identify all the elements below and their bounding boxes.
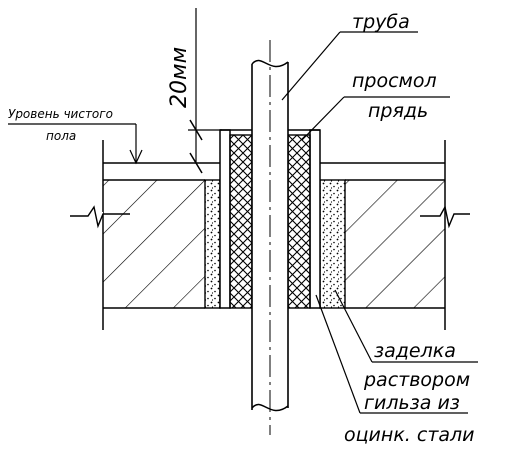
tarred-strand-label-1: просмол	[352, 70, 437, 92]
floor-slab	[103, 179, 445, 309]
floor-level-label-1: Уровень чистого	[8, 107, 113, 121]
mortar-label-1: заделка	[374, 340, 456, 362]
dimension-label: 20мм	[167, 47, 192, 108]
pipe-label: труба	[352, 11, 410, 33]
mortar-label-2: раствором	[363, 369, 470, 391]
tarred-strand-packing	[229, 134, 311, 309]
break-mark-right	[420, 205, 470, 229]
dimension-20mm: 20мм	[167, 8, 222, 174]
sleeve-label-2: оцинк. стали	[344, 424, 475, 446]
floor-level-label-2: пола	[46, 129, 76, 143]
floor-finish-layer	[102, 140, 446, 330]
tarred-strand-callout: просмол прядь	[301, 70, 450, 141]
mortar-callout: заделка раствором	[334, 289, 478, 391]
sleeve-label-1: гильза из	[364, 392, 460, 414]
tarred-strand-label-2: прядь	[368, 100, 428, 122]
pipe-callout: труба	[281, 11, 418, 101]
floor-level-callout: Уровень чистого пола	[8, 107, 143, 165]
break-mark-left	[70, 205, 130, 229]
sleeve-callout: гильза из оцинк. стали	[315, 294, 475, 446]
mortar-seal	[204, 179, 346, 309]
